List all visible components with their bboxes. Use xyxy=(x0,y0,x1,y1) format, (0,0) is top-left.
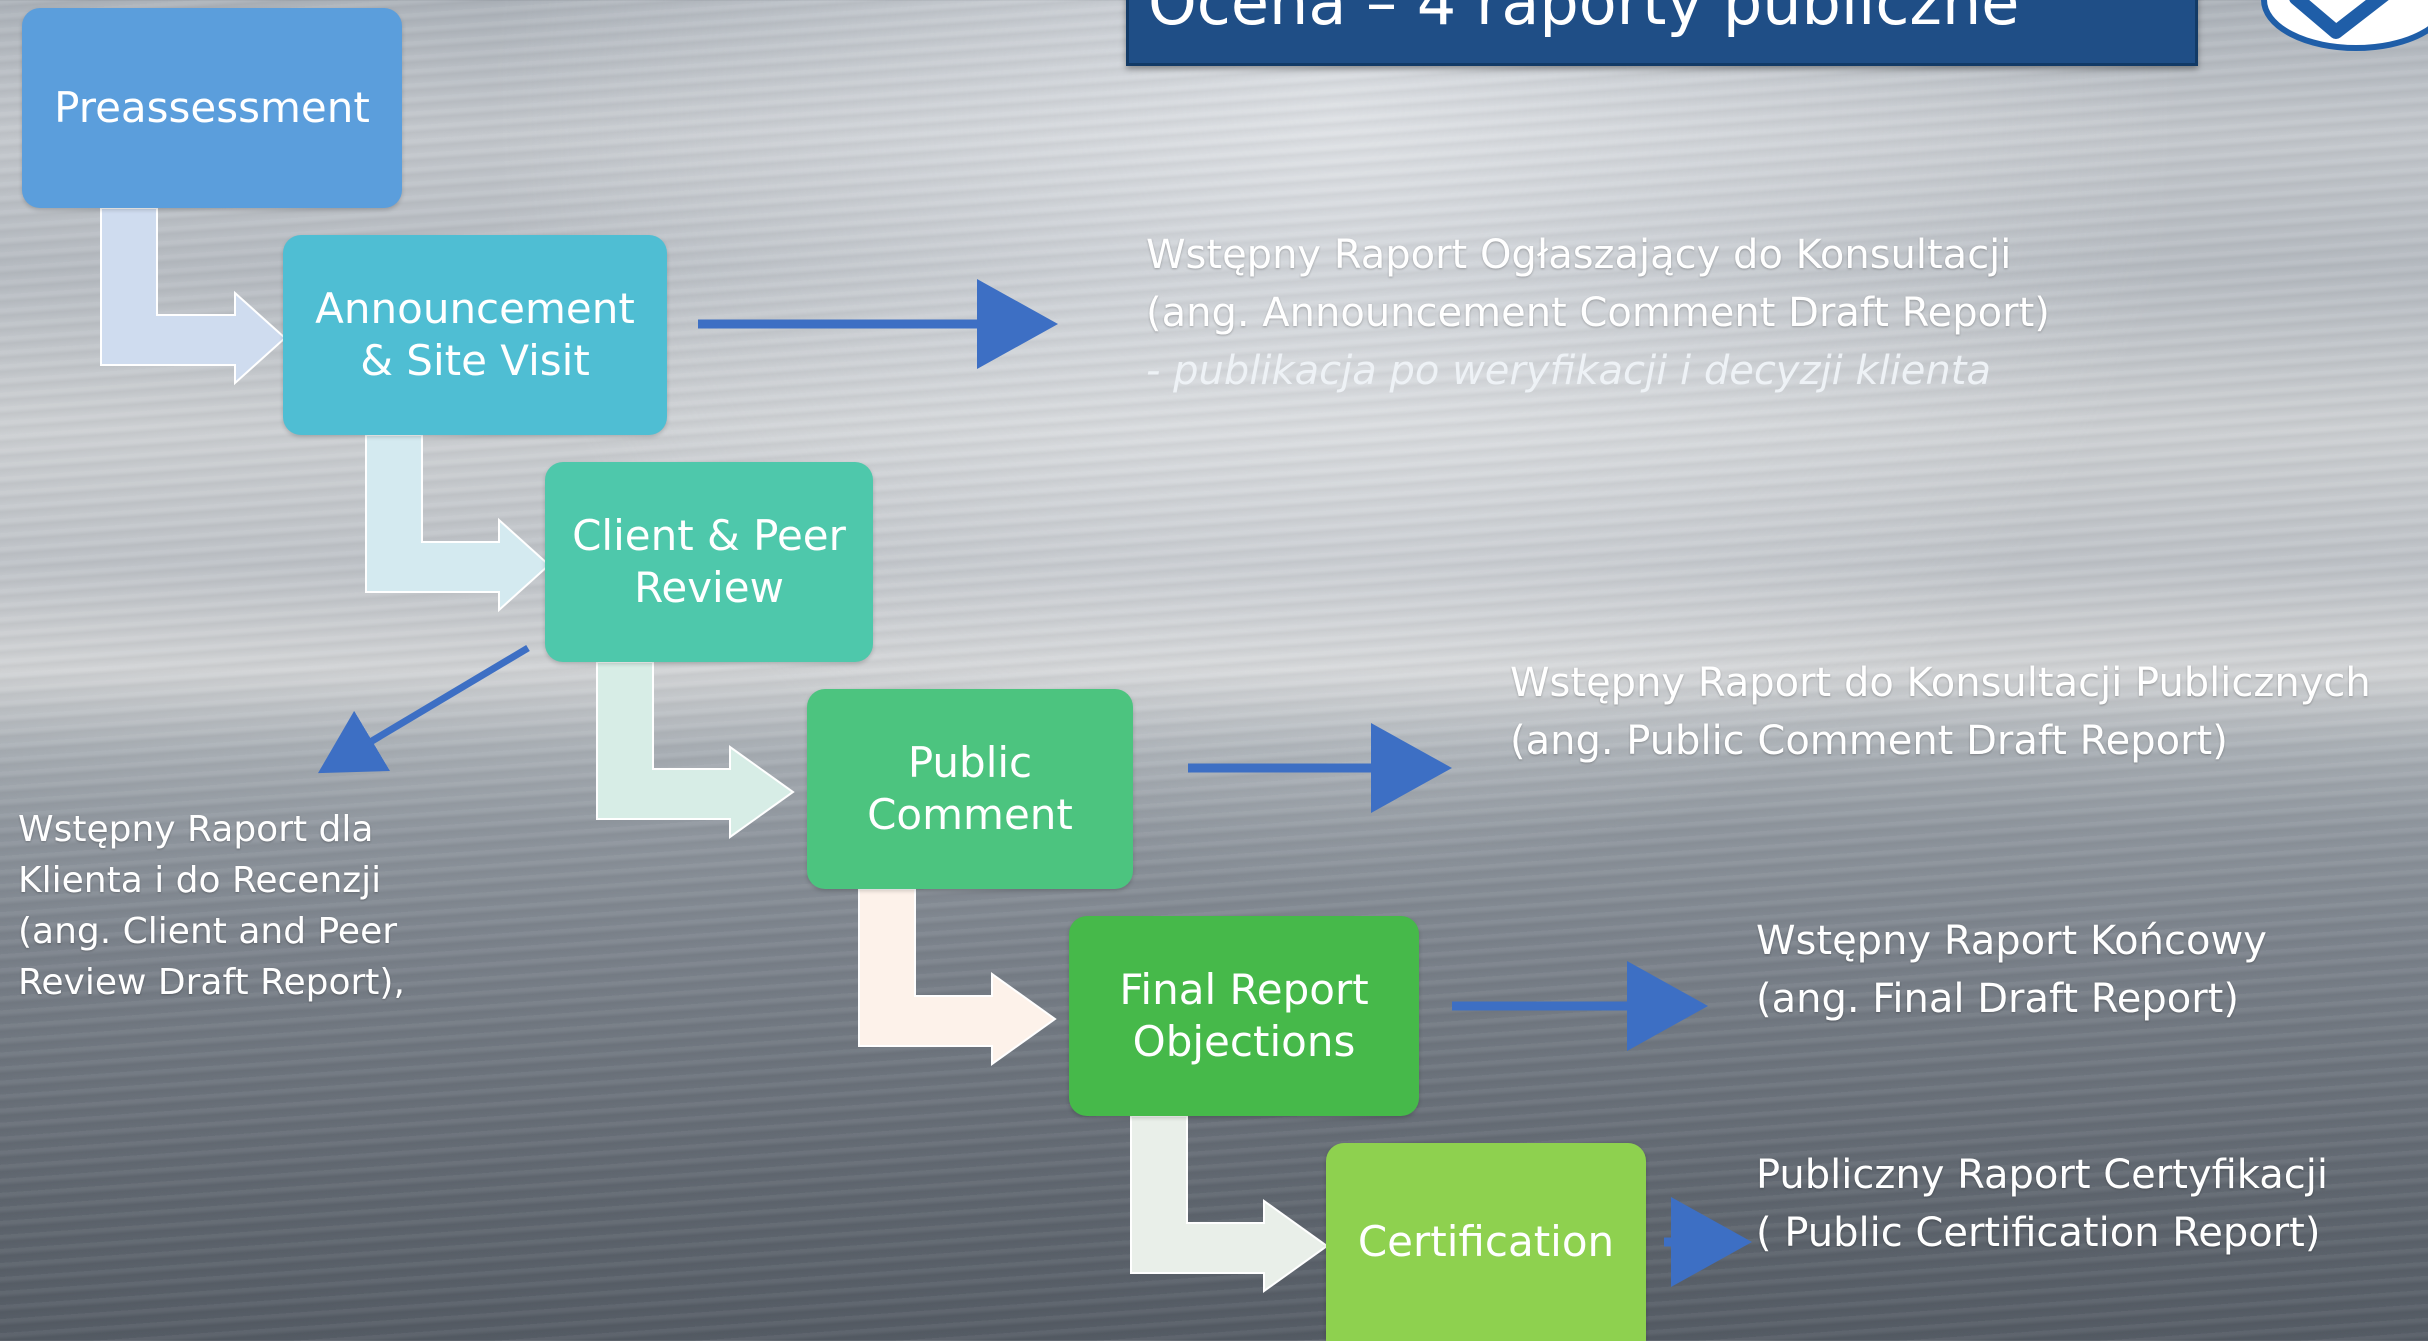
connector-4 xyxy=(858,888,1057,1066)
stage-preassessment: Preassessment xyxy=(22,8,402,208)
report-public-comment: Wstępny Raport do Konsultacji Publicznyc… xyxy=(1510,660,2371,764)
stage-final-report-objections: Final Report Objections xyxy=(1069,916,1419,1116)
stage-label: Announcement & Site Visit xyxy=(315,284,635,385)
stage-label: Preassessment xyxy=(54,83,370,132)
report-announcement: Wstępny Raport Ogłaszający do Konsultacj… xyxy=(1146,232,2050,336)
connector-3 xyxy=(596,661,795,839)
stage-label: Client & Peer Review xyxy=(572,511,846,612)
report-client-peer: Wstępny Raport dla Klienta i do Recenzji… xyxy=(18,809,405,1003)
connector-2 xyxy=(365,434,551,613)
report-certification: Publiczny Raport Certyfikacji ( Public C… xyxy=(1756,1152,2328,1256)
msc-checkmark-logo-icon xyxy=(2261,0,2428,51)
title-banner xyxy=(1126,0,2198,66)
stage-public-comment: Public Comment xyxy=(807,689,1133,889)
report-final: Wstępny Raport Końcowy (ang. Final Draft… xyxy=(1756,918,2267,1022)
stage-label: Certification xyxy=(1357,1217,1615,1266)
report-announcement-note: - publikacja po weryfikacji i decyzji kl… xyxy=(1146,348,1991,394)
stage-label: Final Report Objections xyxy=(1119,965,1369,1066)
stage-client-peer-review: Client & Peer Review xyxy=(545,462,873,662)
connector-5 xyxy=(1130,1115,1329,1293)
connector-1 xyxy=(100,207,287,386)
stage-announcement-site-visit: Announcement & Site Visit xyxy=(283,235,667,435)
page-title: Ocena – 4 raporty publiczne xyxy=(1148,0,2020,39)
stage-certification: Certification xyxy=(1326,1143,1646,1341)
arrow-client-peer-report xyxy=(317,644,530,774)
stage-label: Public Comment xyxy=(867,738,1073,839)
